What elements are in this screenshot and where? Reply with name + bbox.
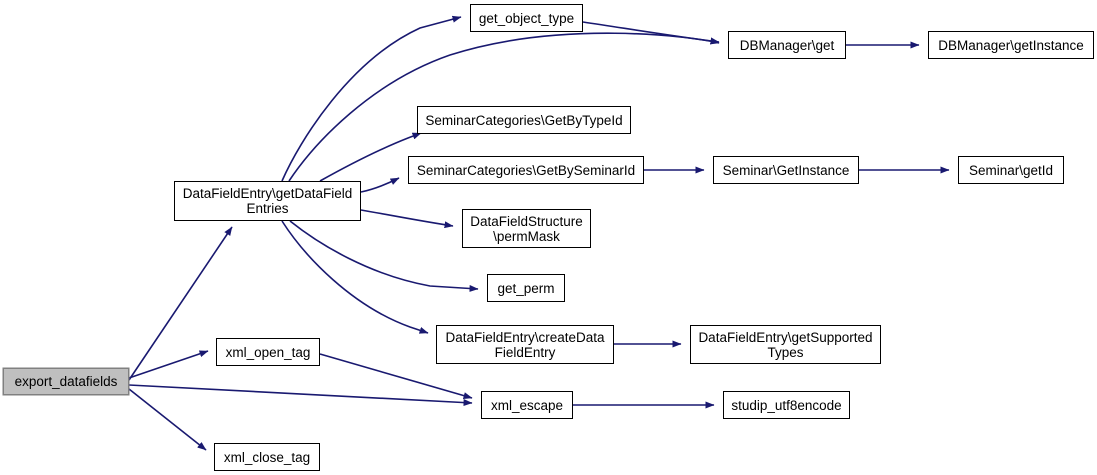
node-label-xml_escape: xml_escape — [490, 397, 564, 413]
node-label-seminar_getinstance: Seminar\GetInstance — [722, 162, 850, 178]
node-dbmanager_get[interactable]: DBManager\get — [728, 31, 846, 59]
node-getsupportedtypes[interactable]: DataFieldEntry\getSupported Types — [690, 325, 881, 364]
node-export_datafields[interactable]: export_datafields — [3, 368, 129, 395]
node-label-xml_open_tag: xml_open_tag — [225, 344, 311, 360]
node-label-getsupportedtypes: DataFieldEntry\getSupported Types — [698, 329, 873, 360]
edge-get_object_type-to-dbmanager_get — [582, 21, 720, 45]
node-label-dbmanager_getinstance: DBManager\getInstance — [938, 37, 1084, 53]
node-seminar_getinstance[interactable]: Seminar\GetInstance — [713, 156, 859, 184]
edge-export_datafields-to-xml_escape — [128, 384, 473, 407]
edge-export_datafields-to-xml_open_tag — [128, 350, 209, 379]
node-label-dbmanager_get: DBManager\get — [739, 37, 835, 53]
node-label-getbytypeid: SeminarCategories\GetByTypeId — [425, 112, 623, 128]
node-studip_utf8encode[interactable]: studip_utf8encode — [723, 391, 850, 419]
edge-getDataFieldEntries-to-createdatafieldentry — [281, 220, 429, 334]
node-label-getbyseminarid: SeminarCategories\GetBySeminarId — [416, 162, 636, 178]
node-label-seminar_getid: Seminar\getId — [968, 162, 1054, 178]
node-get_perm[interactable]: get_perm — [487, 274, 565, 302]
node-label-get_object_type: get_object_type — [478, 10, 575, 26]
node-getbytypeid[interactable]: SeminarCategories\GetByTypeId — [417, 106, 631, 134]
edge-getDataFieldEntries-to-getbyseminarid — [360, 177, 400, 193]
node-xml_open_tag[interactable]: xml_open_tag — [216, 338, 320, 366]
node-label-export_datafields: export_datafields — [14, 374, 118, 389]
edge-getDataFieldEntries-to-permmask — [360, 209, 454, 229]
node-xml_close_tag[interactable]: xml_close_tag — [214, 443, 320, 471]
edge-getDataFieldEntries-to-get_perm — [289, 220, 479, 292]
edge-getDataFieldEntries-to-getbytypeid — [319, 132, 422, 182]
node-getbyseminarid[interactable]: SeminarCategories\GetBySeminarId — [408, 156, 644, 184]
node-createdatafieldentry[interactable]: DataFieldEntry\createData FieldEntry — [436, 325, 614, 364]
node-get_object_type[interactable]: get_object_type — [470, 4, 583, 32]
node-getDataFieldEntries[interactable]: DataFieldEntry\getDataField Entries — [174, 181, 361, 221]
node-label-permmask: DataFieldStructure \permMask — [470, 213, 583, 244]
node-dbmanager_getinstance[interactable]: DBManager\getInstance — [928, 31, 1094, 59]
node-permmask[interactable]: DataFieldStructure \permMask — [462, 209, 591, 248]
node-xml_escape[interactable]: xml_escape — [481, 391, 573, 419]
edge-export_datafields-to-xml_close_tag — [128, 388, 207, 451]
node-label-createdatafieldentry: DataFieldEntry\createData FieldEntry — [445, 329, 605, 360]
node-label-xml_close_tag: xml_close_tag — [223, 449, 311, 465]
node-label-get_perm: get_perm — [497, 280, 555, 296]
node-label-getDataFieldEntries: DataFieldEntry\getDataField Entries — [182, 186, 353, 216]
node-seminar_getid[interactable]: Seminar\getId — [958, 156, 1064, 184]
node-label-studip_utf8encode: studip_utf8encode — [731, 397, 842, 413]
